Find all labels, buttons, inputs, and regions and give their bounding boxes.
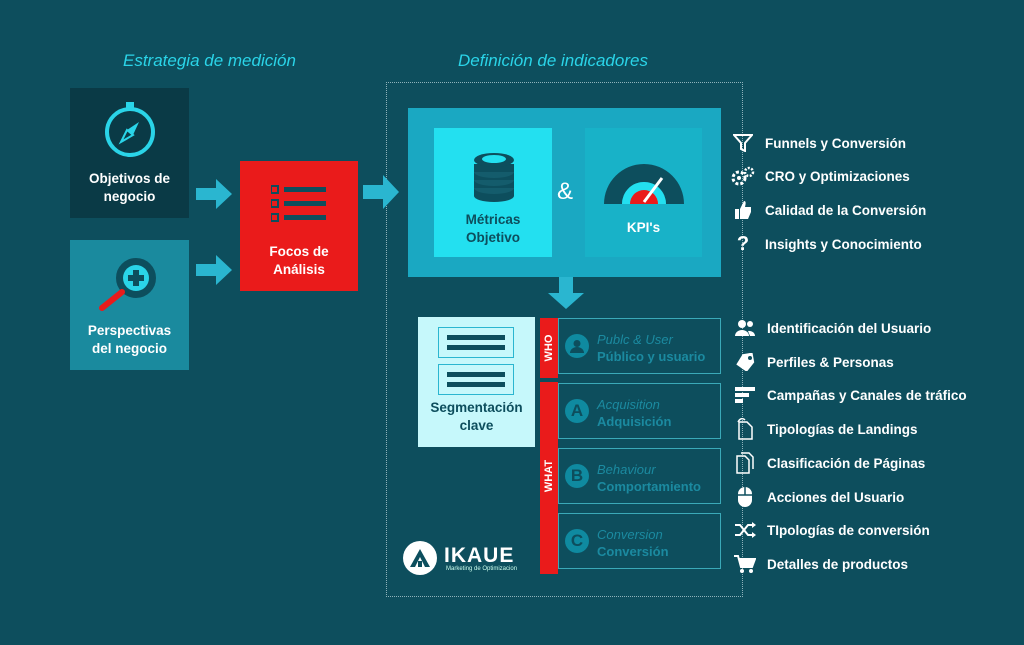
kpi-list-label: Insights y Conocimiento bbox=[765, 236, 922, 252]
segment-list-label: TIpologías de conversión bbox=[767, 522, 930, 538]
segment-list-item-campanas: Campañas y Canales de tráfico bbox=[733, 384, 967, 406]
user-circle-icon bbox=[565, 334, 589, 358]
checklist-icon bbox=[271, 185, 326, 222]
cart-icon bbox=[733, 553, 757, 575]
segment-card-2 bbox=[438, 364, 514, 395]
shuffle-icon bbox=[733, 519, 757, 541]
segment-list-label: Clasificación de Páginas bbox=[767, 455, 926, 471]
segmentacion-label: Segmentación clave bbox=[430, 400, 523, 433]
pages-icon bbox=[733, 452, 757, 474]
kpi-list-item-calidad: Calidad de la Conversión bbox=[731, 199, 926, 221]
segment-row-es: Adquisición bbox=[597, 414, 672, 429]
gauge-icon bbox=[604, 164, 684, 204]
objetivos-label: Objetivos de negocio bbox=[88, 171, 171, 204]
kpis-label: KPI's bbox=[626, 220, 661, 235]
segment-list-label: Acciones del Usuario bbox=[767, 489, 905, 505]
metricas-box: Métricas Objetivo bbox=[434, 128, 552, 257]
logo-name: IKAUE bbox=[444, 544, 515, 567]
segment-list-item-identificacion: Identificación del Usuario bbox=[733, 317, 931, 339]
who-bar bbox=[540, 318, 558, 378]
segmentacion-box: Segmentación clave bbox=[418, 317, 535, 447]
kpis-box: KPI's bbox=[585, 128, 702, 257]
segment-list-label: Tipologías de Landings bbox=[767, 421, 918, 437]
ampersand: & bbox=[557, 178, 574, 205]
focos-box: Focos de Análisis bbox=[240, 161, 358, 291]
stopwatch-icon bbox=[105, 102, 155, 157]
segment-row-en: Behaviour bbox=[597, 462, 656, 477]
segment-list-item-perfiles: Perfiles & Personas bbox=[733, 351, 894, 373]
segment-row-en: Conversion bbox=[597, 527, 663, 542]
what-bar bbox=[540, 382, 558, 574]
segment-row-acquisition: A Acquisition Adquisición bbox=[558, 383, 721, 439]
what-label: WHAT bbox=[543, 459, 555, 493]
tag-icon bbox=[733, 351, 757, 373]
focos-label: Focos de Análisis bbox=[269, 244, 329, 277]
indicators-dashed-frame bbox=[386, 82, 743, 597]
arrow-right-1 bbox=[196, 179, 232, 214]
metricas-label: Métricas Objetivo bbox=[465, 212, 521, 245]
users-icon bbox=[733, 317, 757, 339]
perspectivas-label: Perspectivas del negocio bbox=[87, 323, 172, 356]
segment-list-item-landings: Tipologías de Landings bbox=[733, 418, 918, 440]
segment-card-1 bbox=[438, 327, 514, 358]
coins-icon bbox=[474, 153, 514, 202]
objetivos-box: Objetivos de negocio bbox=[70, 88, 189, 218]
segment-list-label: Identificación del Usuario bbox=[767, 320, 932, 336]
kpi-list-label: Funnels y Conversión bbox=[765, 135, 907, 151]
letter-b-badge: B bbox=[565, 464, 589, 488]
segment-row-behaviour: B Behaviour Comportamiento bbox=[558, 448, 721, 504]
kpi-list-item-funnels: Funnels y Conversión bbox=[731, 132, 906, 154]
question-icon: ? bbox=[736, 232, 750, 255]
segment-list-item-tipologias-conversion: TIpologías de conversión bbox=[733, 519, 930, 541]
arrow-right-2 bbox=[196, 255, 232, 290]
gears-icon bbox=[731, 165, 755, 187]
kpi-list-item-insights: ? Insights y Conocimiento bbox=[731, 233, 922, 255]
kpi-list-label: CRO y Optimizaciones bbox=[765, 168, 910, 184]
segment-list-label: Detalles de productos bbox=[767, 556, 909, 572]
bars-icon bbox=[733, 384, 757, 406]
funnel-icon bbox=[731, 132, 755, 154]
ikaue-logo-icon bbox=[403, 541, 437, 575]
arrow-right-3 bbox=[363, 175, 399, 214]
kpi-list-item-cro: CRO y Optimizaciones bbox=[731, 165, 910, 187]
heading-estrategia: Estrategia de medición bbox=[123, 51, 296, 70]
heading-definicion: Definición de indicadores bbox=[458, 51, 648, 70]
segment-list-item-paginas: Clasificación de Páginas bbox=[733, 452, 925, 474]
segment-list-item-acciones: Acciones del Usuario bbox=[733, 486, 904, 508]
who-label: WHO bbox=[543, 334, 555, 362]
arrow-down bbox=[548, 277, 584, 314]
segment-row-en: Acquisition bbox=[597, 397, 660, 412]
segment-row-user: Publc & User Público y usuario bbox=[558, 318, 721, 374]
segment-row-en: Publc & User bbox=[597, 332, 673, 347]
letter-c-badge: C bbox=[565, 529, 589, 553]
segment-row-es: Comportamiento bbox=[597, 479, 701, 494]
kpi-list-label: Calidad de la Conversión bbox=[765, 202, 927, 218]
thumbs-up-icon bbox=[731, 199, 755, 221]
segment-row-conversion: C Conversion Conversión bbox=[558, 513, 721, 569]
perspectivas-box: Perspectivas del negocio bbox=[70, 240, 189, 370]
segment-list-item-productos: Detalles de productos bbox=[733, 553, 908, 575]
magnifier-plus-icon bbox=[99, 258, 156, 311]
segment-row-es: Conversión bbox=[597, 544, 669, 559]
segment-row-es: Público y usuario bbox=[597, 349, 706, 364]
landing-page-icon bbox=[733, 418, 757, 440]
segment-list-label: Campañas y Canales de tráfico bbox=[767, 387, 967, 403]
letter-a-badge: A bbox=[565, 399, 589, 423]
logo-tagline: Marketing de Optimizacion bbox=[446, 566, 518, 572]
mouse-icon bbox=[733, 486, 757, 508]
segment-list-label: Perfiles & Personas bbox=[767, 354, 894, 370]
